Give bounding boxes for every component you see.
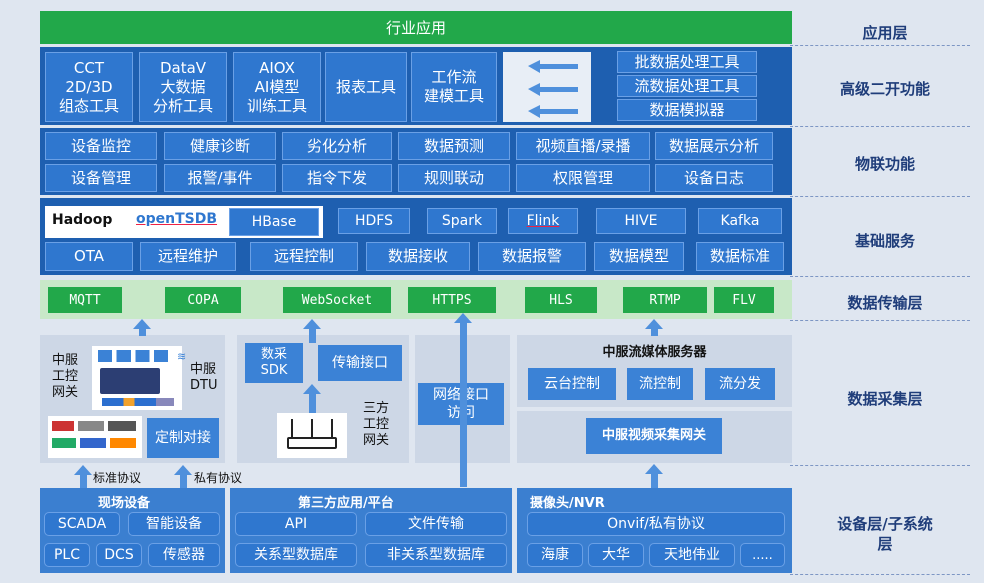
layer-label-iot: 物联功能: [854, 155, 915, 173]
stream-distribute: 流分发: [705, 368, 775, 400]
third-gateway-label: 三方 工控 网关: [363, 401, 390, 448]
wifi-icon: ≋: [177, 350, 187, 363]
more: .....: [740, 543, 785, 567]
arrow-up-icon: [74, 465, 92, 475]
basic-item: 数据标准: [696, 242, 784, 271]
iot-item: 权限管理: [516, 164, 650, 192]
app-bar: 行业应用: [40, 11, 792, 44]
standard-protocol-label: 标准协议: [93, 471, 142, 485]
transport-protocol: HLS: [525, 287, 597, 313]
third-title: 第三方应用/平台: [298, 496, 394, 511]
ptz-control: 云台控制: [528, 368, 616, 400]
spark: Spark: [427, 208, 497, 234]
flink: Flink: [508, 208, 578, 234]
tiandy: 天地伟业: [649, 543, 735, 567]
gateway-device-image: [92, 346, 182, 410]
layer-label-advanced: 高级二开功能: [839, 80, 930, 98]
hikvision: 海康: [527, 543, 583, 567]
nosql: 非关系型数据库: [365, 543, 507, 567]
kafka: Kafka: [698, 208, 782, 234]
arrow-up-icon: [645, 319, 663, 329]
field-gateway-label: 中服 工控 网关: [52, 353, 79, 400]
tool-workflow: 工作流 建模工具: [411, 52, 497, 122]
iot-item: 指令下发: [282, 164, 392, 192]
dahua: 大华: [588, 543, 644, 567]
arrow-up-icon: [303, 384, 321, 394]
tool-cct: CCT 2D/3D 组态工具: [45, 52, 133, 122]
protocol-logos-image: [48, 416, 142, 458]
layer-label-app: 应用层: [862, 24, 908, 42]
opentsdb-label: openTSDB: [136, 211, 218, 227]
iot-item: 规则联动: [398, 164, 510, 192]
arrow-up-icon: [133, 319, 151, 329]
scada: SCADA: [44, 512, 120, 536]
transport-protocol: RTMP: [623, 287, 707, 313]
hadoop-label: Hadoop: [52, 212, 113, 228]
transport-protocol: FLV: [714, 287, 774, 313]
transport-protocol: WebSocket: [283, 287, 391, 313]
tool-batch: 批数据处理工具: [617, 51, 757, 73]
iot-item: 视频直播/录播: [516, 132, 650, 160]
arrow-left-icon: [528, 105, 578, 118]
arrow-left-icon: [528, 83, 578, 96]
basic-item: OTA: [45, 242, 133, 271]
tool-datav: DataV 大数据 分析工具: [139, 52, 227, 122]
hbase: HBase: [229, 208, 319, 236]
stream-server-title: 中服流媒体服务器: [602, 345, 707, 360]
iot-item: 数据预测: [398, 132, 510, 160]
layer-label-transport: 数据传输层: [847, 294, 923, 312]
stream-control: 流控制: [627, 368, 693, 400]
tool-report: 报表工具: [325, 52, 407, 122]
basic-item: 数据报警: [478, 242, 586, 271]
iot-item: 劣化分析: [282, 132, 392, 160]
dtu-label: 中服 DTU: [190, 362, 218, 393]
basic-item: 远程控制: [250, 242, 358, 271]
arrow-up-icon: [645, 464, 663, 474]
sensor: 传感器: [148, 543, 220, 567]
arrow-up-icon: [303, 319, 321, 329]
plc: PLC: [44, 543, 90, 567]
private-protocol-label: 私有协议: [194, 471, 243, 485]
onvif: Onvif/私有协议: [527, 512, 785, 536]
tool-aiox: AIOX AI模型 训练工具: [233, 52, 321, 122]
iot-item: 健康诊断: [164, 132, 276, 160]
rdb: 关系型数据库: [235, 543, 357, 567]
custom-docking: 定制对接: [147, 418, 219, 458]
file-transfer: 文件传输: [365, 512, 507, 536]
iot-item: 设备监控: [45, 132, 157, 160]
transport-protocol: COPA: [165, 287, 241, 313]
hdfs: HDFS: [338, 208, 410, 234]
layer-label-basic: 基础服务: [854, 232, 915, 250]
arrow-left-icon: [528, 60, 578, 73]
basic-item: 数据模型: [594, 242, 684, 271]
camera-title: 摄像头/NVR: [530, 496, 605, 511]
basic-item: 远程维护: [140, 242, 236, 271]
iot-item: 报警/事件: [164, 164, 276, 192]
iot-item: 数据展示分析: [655, 132, 773, 160]
layer-label-collect: 数据采集层: [847, 390, 923, 408]
video-gateway: 中服视频采集网关: [586, 418, 722, 454]
basic-item: 数据接收: [366, 242, 470, 271]
field-title: 现场设备: [98, 496, 151, 511]
smart-device: 智能设备: [128, 512, 220, 536]
arrow-up-icon: [174, 465, 192, 475]
hive: HIVE: [596, 208, 686, 234]
api: API: [235, 512, 357, 536]
tool-simulator: 数据模拟器: [617, 99, 757, 121]
sdk: 数采 SDK: [245, 343, 303, 383]
transport-protocol: MQTT: [48, 287, 122, 313]
tool-stream: 流数据处理工具: [617, 75, 757, 97]
dcs: DCS: [96, 543, 142, 567]
iot-item: 设备日志: [655, 164, 773, 192]
arrow-up-icon: [454, 313, 472, 323]
transport-protocol: HTTPS: [408, 287, 496, 313]
transfer-interface: 传输接口: [318, 345, 402, 381]
router-device-image: [277, 413, 347, 458]
layer-label-device: 设备层/子系统层: [837, 515, 933, 553]
iot-item: 设备管理: [45, 164, 157, 192]
